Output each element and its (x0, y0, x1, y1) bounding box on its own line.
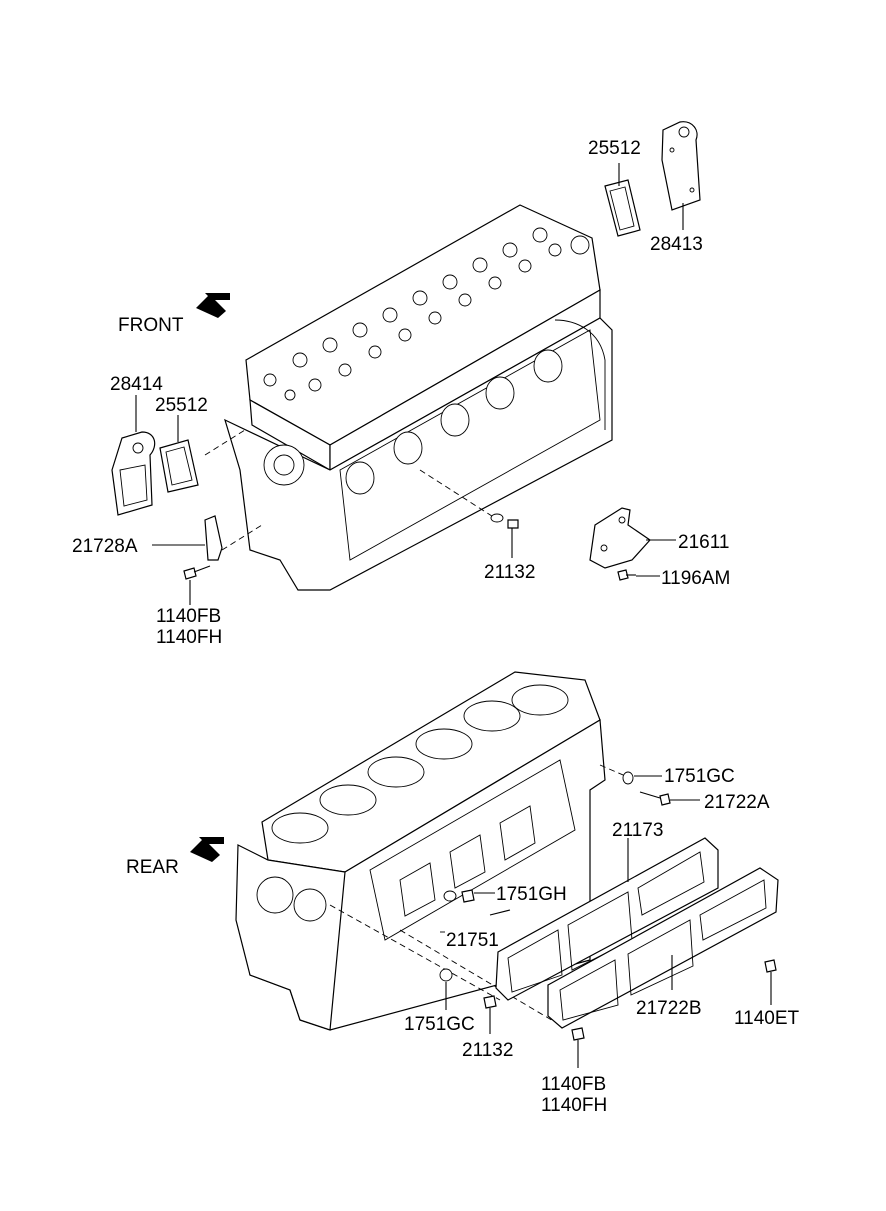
label-1140FB-top: 1140FB (156, 606, 221, 627)
label-21173: 21173 (612, 820, 663, 841)
head-bolt-holes (263, 227, 590, 401)
cover-plate-28413 (661, 121, 701, 211)
plug-21132-bottom (483, 995, 497, 1009)
label-25512-left: 25512 (155, 395, 208, 416)
label-1140FB-bottom: 1140FB (541, 1074, 606, 1095)
bracket-21728A (204, 515, 223, 561)
label-21722A: 21722A (704, 792, 770, 813)
washer-1751GC-right (622, 771, 634, 785)
label-21728A: 21728A (72, 536, 138, 557)
gasket-25512-left (159, 439, 199, 493)
cylinder-head-assembly (204, 204, 613, 591)
label-21611: 21611 (678, 532, 729, 553)
label-21132-top: 21132 (484, 562, 535, 583)
label-1140ET: 1140ET (734, 1008, 800, 1029)
label-1140FH-top: 1140FH (156, 627, 222, 648)
gasket-25512-top (604, 179, 641, 237)
label-1751GH: 1751GH (496, 884, 567, 905)
label-21132-bottom: 21132 (462, 1040, 513, 1061)
cover-plate-28414 (111, 431, 156, 516)
rear-direction-label: REAR (126, 857, 179, 878)
bolt-1196AM (617, 569, 636, 581)
front-arrow-icon (196, 293, 230, 318)
block-side-bores (263, 349, 563, 495)
bolt-1140ET (764, 959, 777, 985)
label-28414: 28414 (110, 374, 163, 395)
label-21722B: 21722B (636, 998, 702, 1019)
label-21751: 21751 (446, 930, 499, 951)
washer-1751GH (443, 889, 475, 903)
label-1751GC-bottom: 1751GC (404, 1014, 475, 1035)
label-25512-top: 25512 (588, 138, 641, 159)
plug-21132-top (490, 513, 519, 529)
bolt-1140FB-top (183, 565, 211, 580)
label-28413: 28413 (650, 234, 703, 255)
label-1751GC-right: 1751GC (664, 766, 735, 787)
label-1140FH-bottom: 1140FH (541, 1095, 607, 1116)
cover-21722B (547, 867, 779, 1029)
bolt-1140FB-bottom (571, 1027, 585, 1041)
washer-1751GC-bottom (439, 968, 453, 982)
bracket-21611 (589, 507, 651, 569)
rear-arrow-icon (190, 837, 224, 862)
label-1196AM: 1196AM (661, 568, 730, 589)
front-direction-label: FRONT (118, 315, 184, 336)
bolt-21722A (639, 791, 671, 806)
